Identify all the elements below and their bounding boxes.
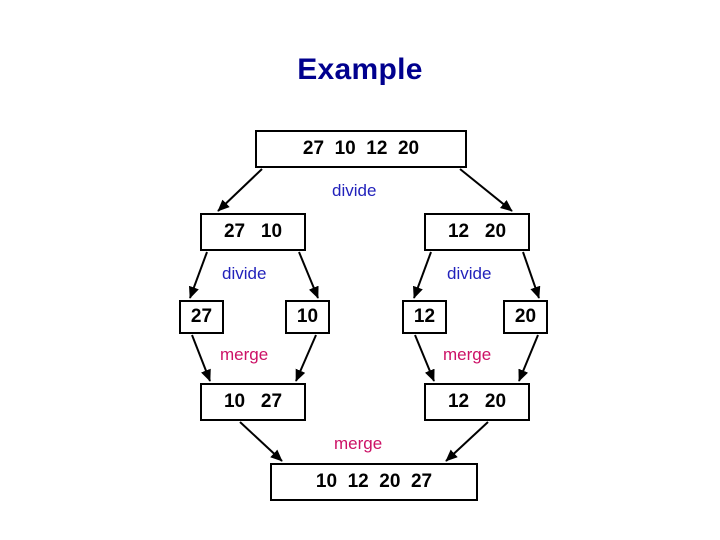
array-box: 20 [503, 300, 548, 334]
array-box: 10 27 [200, 383, 306, 421]
array-box: 12 20 [424, 213, 530, 251]
array-box: 12 [402, 300, 447, 334]
connector-arrow [191, 334, 211, 382]
connector-arrow [459, 168, 513, 212]
array-box: 27 10 [200, 213, 306, 251]
operation-label-divide: divide [220, 264, 269, 284]
page-title: Example [297, 53, 423, 86]
operation-label-merge: merge [218, 345, 271, 365]
array-box: 10 12 20 27 [270, 463, 478, 501]
operation-label-divide: divide [330, 181, 379, 201]
connector-arrow [217, 168, 263, 212]
connector-arrow [445, 421, 489, 462]
array-box: 27 [179, 300, 224, 334]
connector-arrow [295, 334, 317, 382]
connector-arrow [239, 421, 283, 462]
connector-arrow [189, 251, 208, 299]
connector-arrow [298, 251, 319, 299]
array-box: 12 20 [424, 383, 530, 421]
operation-label-merge: merge [441, 345, 494, 365]
operation-label-merge: merge [332, 434, 385, 454]
connector-arrow [518, 334, 539, 382]
connector-arrow [413, 251, 432, 299]
operation-label-divide: divide [445, 264, 494, 284]
connector-arrow [414, 334, 435, 382]
array-box: 27 10 12 20 [255, 130, 467, 168]
array-box: 10 [285, 300, 330, 334]
connector-arrow [522, 251, 541, 299]
